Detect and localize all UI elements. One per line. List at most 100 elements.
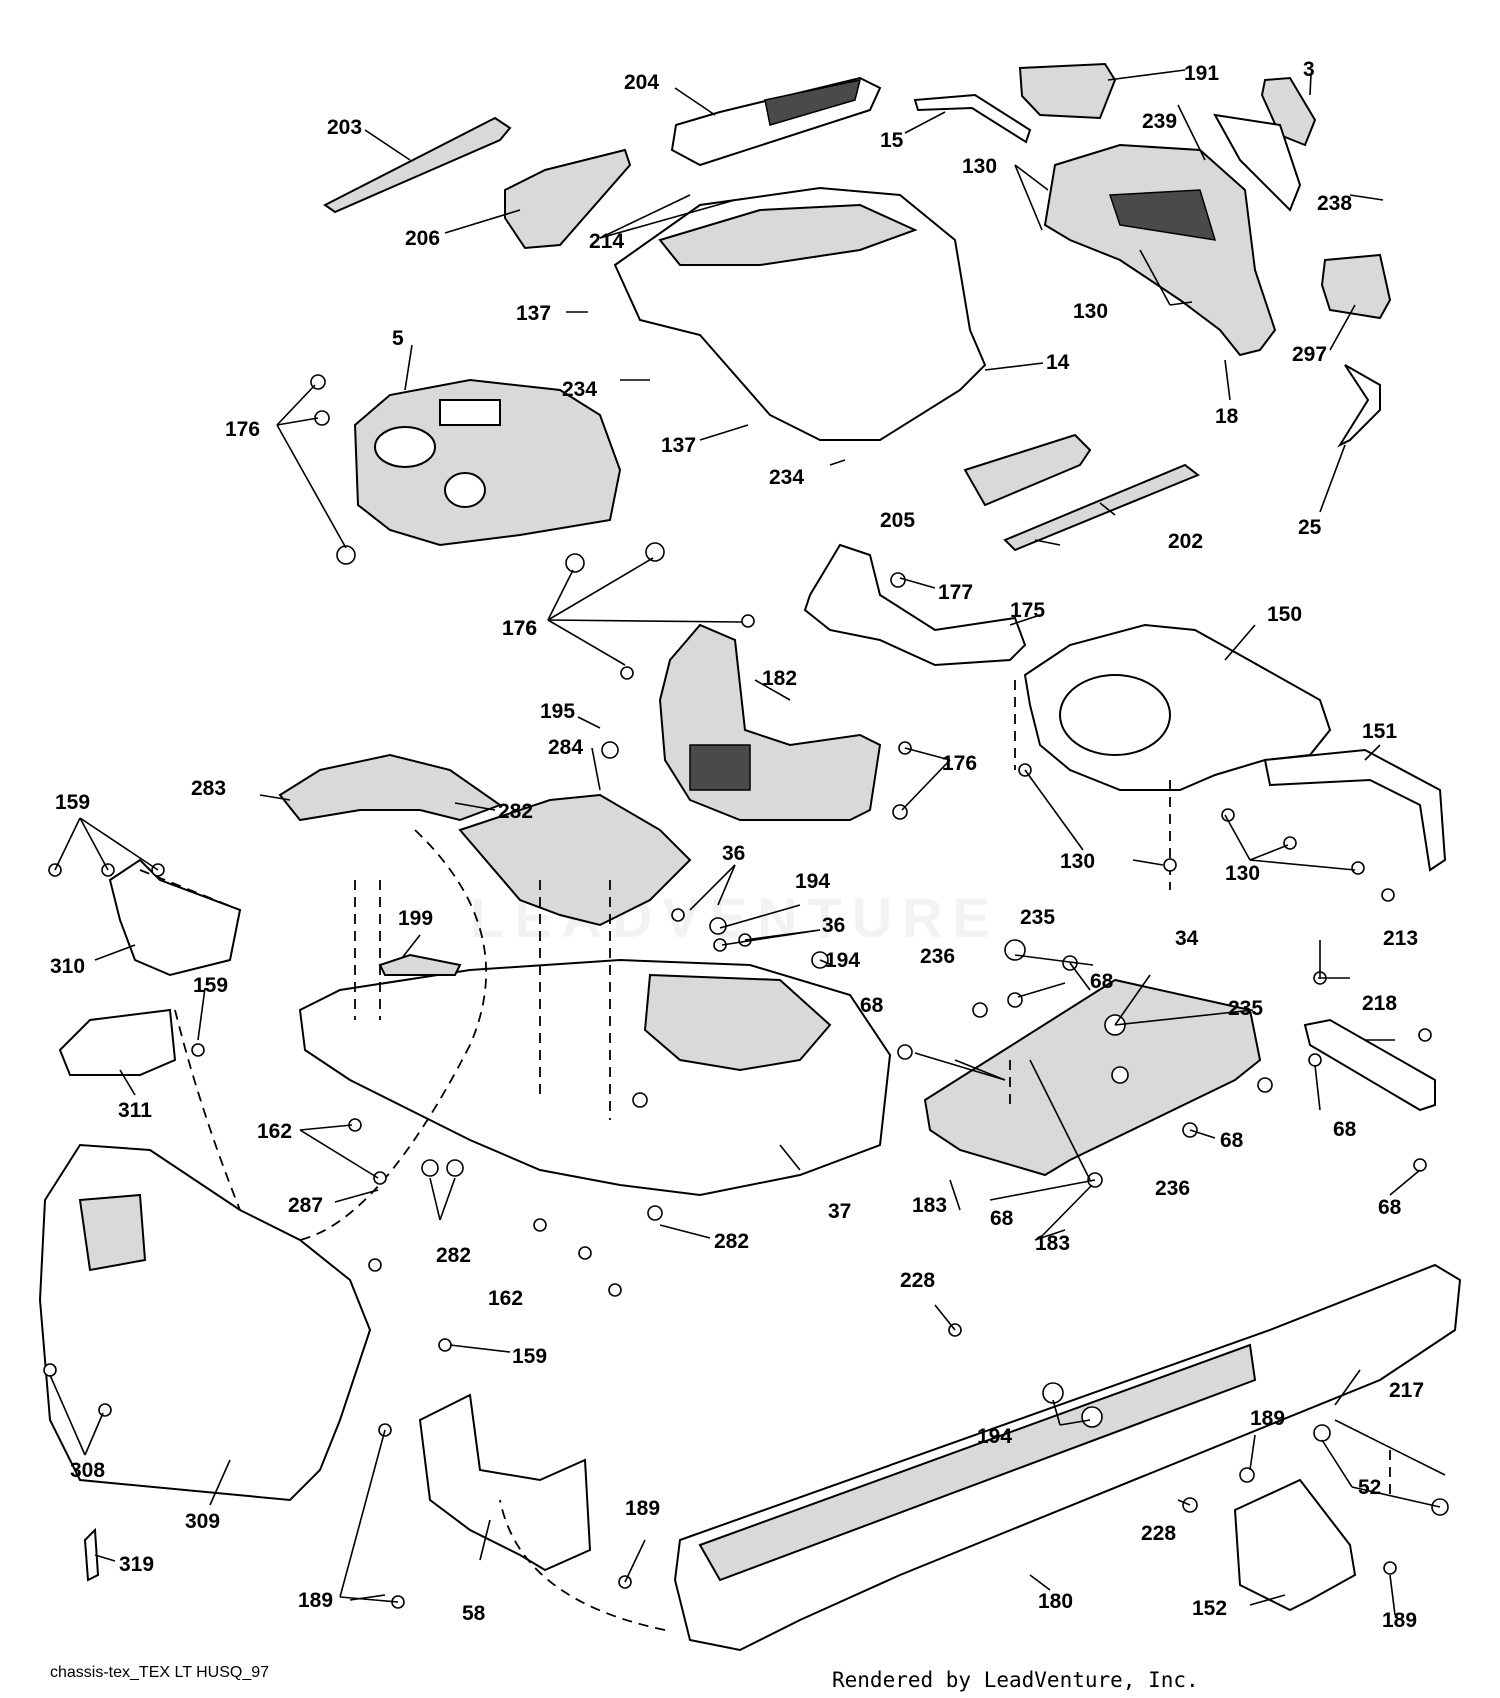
part-58-bracket [418, 1393, 592, 1572]
part-37-seat-opening [643, 973, 832, 1072]
callout: 34 [1175, 927, 1199, 950]
part-217-rod [1334, 1419, 1446, 1476]
callout: 228 [1141, 1522, 1176, 1545]
drawing-id: chassis-tex_TEX LT HUSQ_97 [50, 1664, 270, 1681]
part-152-cover [1233, 1478, 1357, 1612]
callout: 176 [502, 617, 537, 640]
callout: 189 [625, 1497, 660, 1520]
callout: 162 [488, 1287, 523, 1310]
callout: 217 [1389, 1379, 1424, 1402]
callout: 206 [405, 227, 440, 250]
callout: 162 [257, 1120, 292, 1143]
callout: 239 [1142, 110, 1177, 133]
callout: 284 [548, 736, 583, 759]
callout: 287 [288, 1194, 323, 1217]
callout: 68 [1090, 970, 1114, 993]
callout: 5 [392, 327, 404, 350]
callout: 234 [562, 378, 597, 401]
part-191-cover [1018, 62, 1117, 120]
callout: 130 [1225, 862, 1260, 885]
callout: 309 [185, 1510, 220, 1533]
part-319-clip [83, 1527, 100, 1582]
part-180-frame-rail [698, 1343, 1257, 1582]
callout: 37 [828, 1200, 851, 1223]
part-311-bracket [58, 1008, 177, 1076]
part-202-grille-strip [1003, 463, 1200, 552]
part-shapes [38, 62, 1462, 1652]
part-37-fender-deck [298, 958, 892, 1197]
callout: 150 [1267, 603, 1302, 626]
callout: 283 [191, 777, 226, 800]
callout: 205 [880, 509, 915, 532]
callout: 236 [920, 945, 955, 968]
callout: 228 [900, 1269, 935, 1292]
callout: 68 [860, 994, 884, 1017]
callout: 137 [516, 302, 551, 325]
part-175-bracket [803, 543, 1027, 667]
callout: 176 [942, 752, 977, 775]
callout: 195 [540, 700, 575, 723]
part-218-bracket [1303, 1018, 1436, 1112]
callout: 183 [912, 1194, 947, 1217]
callout: 214 [589, 230, 624, 253]
callout: 152 [1192, 1597, 1227, 1620]
rendered-by: Rendered by LeadVenture, Inc. [832, 1668, 1199, 1692]
callout: 159 [55, 791, 90, 814]
part-203-side-grille [323, 116, 512, 214]
part-206-side-panel [504, 148, 632, 250]
callout: 282 [498, 800, 533, 823]
callout: 183 [1035, 1232, 1070, 1255]
callout: 130 [1073, 300, 1108, 323]
callout: 191 [1184, 62, 1219, 85]
callout-labels: 3 5 14 15 18 25 34 36 36 37 52 58 68 68 … [50, 58, 1424, 1632]
callout: 159 [512, 1345, 547, 1368]
part-151-bracket [1263, 748, 1447, 872]
callout: 68 [1333, 1118, 1357, 1141]
callout: 319 [119, 1553, 154, 1576]
callout: 311 [118, 1099, 152, 1122]
part-205-side-panel [963, 433, 1092, 507]
part-18-front-grille [1043, 143, 1277, 357]
callout: 189 [1382, 1609, 1417, 1632]
part-14-hood-top [658, 203, 918, 266]
callout: 202 [1168, 530, 1203, 553]
callout: 3 [1303, 58, 1315, 81]
callout: 14 [1046, 351, 1070, 374]
part-283-fender [278, 753, 503, 822]
callout: 282 [714, 1230, 749, 1253]
callout: 68 [1220, 1129, 1244, 1152]
callout: 176 [502, 617, 537, 640]
callout: 151 [1362, 720, 1397, 743]
part-15-strip [913, 93, 1032, 144]
part-3-badge [1260, 76, 1317, 147]
callout: 194 [825, 949, 860, 972]
callout: 194 [977, 1425, 1012, 1448]
callout: 68 [990, 1207, 1014, 1230]
part-309-grille-mesh [78, 1193, 147, 1272]
callout: 36 [822, 914, 845, 937]
callout: 18 [1215, 405, 1239, 428]
callout: 68 [1378, 1196, 1402, 1219]
callout: 58 [462, 1602, 486, 1625]
part-199-plate [378, 953, 462, 976]
part-297-cover [1320, 253, 1392, 320]
callout: 235 [1228, 997, 1263, 1020]
callout: 180 [1038, 1590, 1073, 1613]
callout: 234 [769, 466, 804, 489]
callout: 204 [624, 71, 659, 94]
callout: 199 [398, 907, 433, 930]
part-310-bracket [108, 858, 242, 977]
part-5-dash-console [353, 378, 622, 547]
part-18-grille-vents [1108, 189, 1217, 241]
part-284-seat-pan [458, 793, 692, 927]
part-204-vents [764, 79, 862, 126]
callout: 182 [762, 667, 797, 690]
callout: 130 [1060, 850, 1095, 873]
part-34-plate [923, 978, 1262, 1177]
callout: 52 [1358, 1476, 1381, 1499]
callout: 213 [1383, 927, 1418, 950]
callout: 159 [193, 974, 228, 997]
callout: 218 [1362, 992, 1397, 1015]
callout: 137 [661, 434, 696, 457]
callout: 15 [880, 129, 904, 152]
